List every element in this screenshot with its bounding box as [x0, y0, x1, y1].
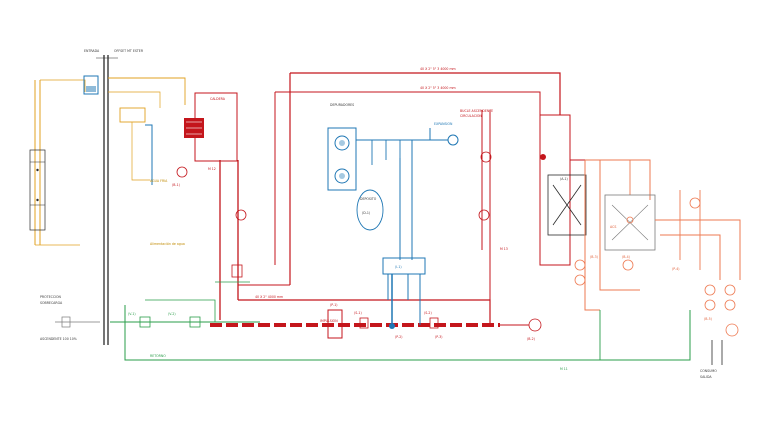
valve-p2-label: (P-2): [395, 335, 403, 339]
nota-caldera: Alimentación de agua: [150, 242, 185, 246]
inter-label: (I-1): [395, 265, 402, 269]
caldera-label: CALDERA: [210, 97, 226, 101]
valve-s2-label: (S-2): [424, 311, 432, 315]
sobrecarga-label: SOBRECARGA: [40, 301, 63, 305]
tramo-c-label: M 13: [500, 247, 508, 251]
pipe-main-label: 40 X 2" 4000 mm: [255, 295, 283, 299]
red-accumulator: (A-1): [539, 114, 601, 266]
valve-p4-label: (P-4): [672, 267, 680, 271]
tramo-a-label: M 11: [560, 367, 568, 371]
bomba-4-label: (B-4): [622, 255, 630, 259]
retorno-label: RETORNO: [150, 354, 166, 358]
proteccion-label: PROTECCION: [40, 295, 62, 299]
bucle-sub-label: CIRCULACION: [460, 114, 482, 118]
consumo-label: CONSUMO: [700, 369, 717, 373]
red-main-loop: 40 X 2" 5" 3 4000 mm 40 X 2" 5" 3 4000 m…: [210, 67, 561, 341]
nota-fria: AGUA FRIA: [150, 179, 168, 183]
depurador-label: DEPURADORES: [330, 103, 354, 107]
green-return: RETORNO (V-1) (V-2) M 11: [110, 281, 691, 371]
bomba-1-label: (B-1): [172, 183, 180, 187]
blue-depurator: DEPURADORES EXPANSION DEPOSITO (D-1) (I-…: [327, 103, 459, 325]
entrada-label: ENTRADA: [84, 49, 100, 53]
bomba-3-label: (B-3): [590, 255, 598, 259]
entry-exit: PROTECCION SOBRECARGA ASCENDENTE 100 10%…: [40, 167, 723, 379]
boiler-cabinet: CALDERA (B-1): [172, 92, 238, 187]
expansion-label: EXPANSION: [434, 122, 453, 126]
depo-label: (D-1): [362, 211, 370, 215]
pipe-top-1-label: 40 X 2" 5" 3 4000 mm: [420, 67, 456, 71]
vertical-bus: ENTRADA OFFSET MT ESTER: [83, 49, 144, 345]
bomba-5-label: (B-5): [704, 317, 712, 321]
valve-p3-label: (P-3): [435, 335, 443, 339]
impulsion-label: IMPULSION: [320, 319, 338, 323]
bomba-2-label: (B-2): [527, 337, 535, 341]
tramo-b-label: M 12: [208, 167, 216, 171]
entrada-sub-label: OFFSET MT ESTER: [114, 49, 144, 53]
yellow-control-column: [29, 79, 86, 246]
salida-label: SALIDA: [700, 375, 712, 379]
valve-s1-label: (S-1): [354, 311, 362, 315]
pipe-top-2-label: 40 X 2" 5" 3 4000 mm: [420, 86, 456, 90]
acum-label: (A-1): [560, 177, 568, 181]
valve-v2-label: (V-2): [168, 312, 176, 316]
bomba-5b-label: (V-1): [128, 312, 136, 316]
acs-label: ACS: [610, 225, 616, 229]
yellow-feed: AGUA FRIA Alimentación de agua: [108, 77, 186, 246]
valve-p1-label: (P-1): [330, 303, 338, 307]
sub-nota-label: ASCENDENTE 100 10%: [40, 337, 77, 341]
bucle-label: BUCLE ASCENDENTE: [460, 109, 493, 113]
orange-circuit: ACS (B-3) (B-4) (B-5) (P-4): [574, 159, 741, 337]
deposito-label: DEPOSITO: [360, 197, 377, 201]
